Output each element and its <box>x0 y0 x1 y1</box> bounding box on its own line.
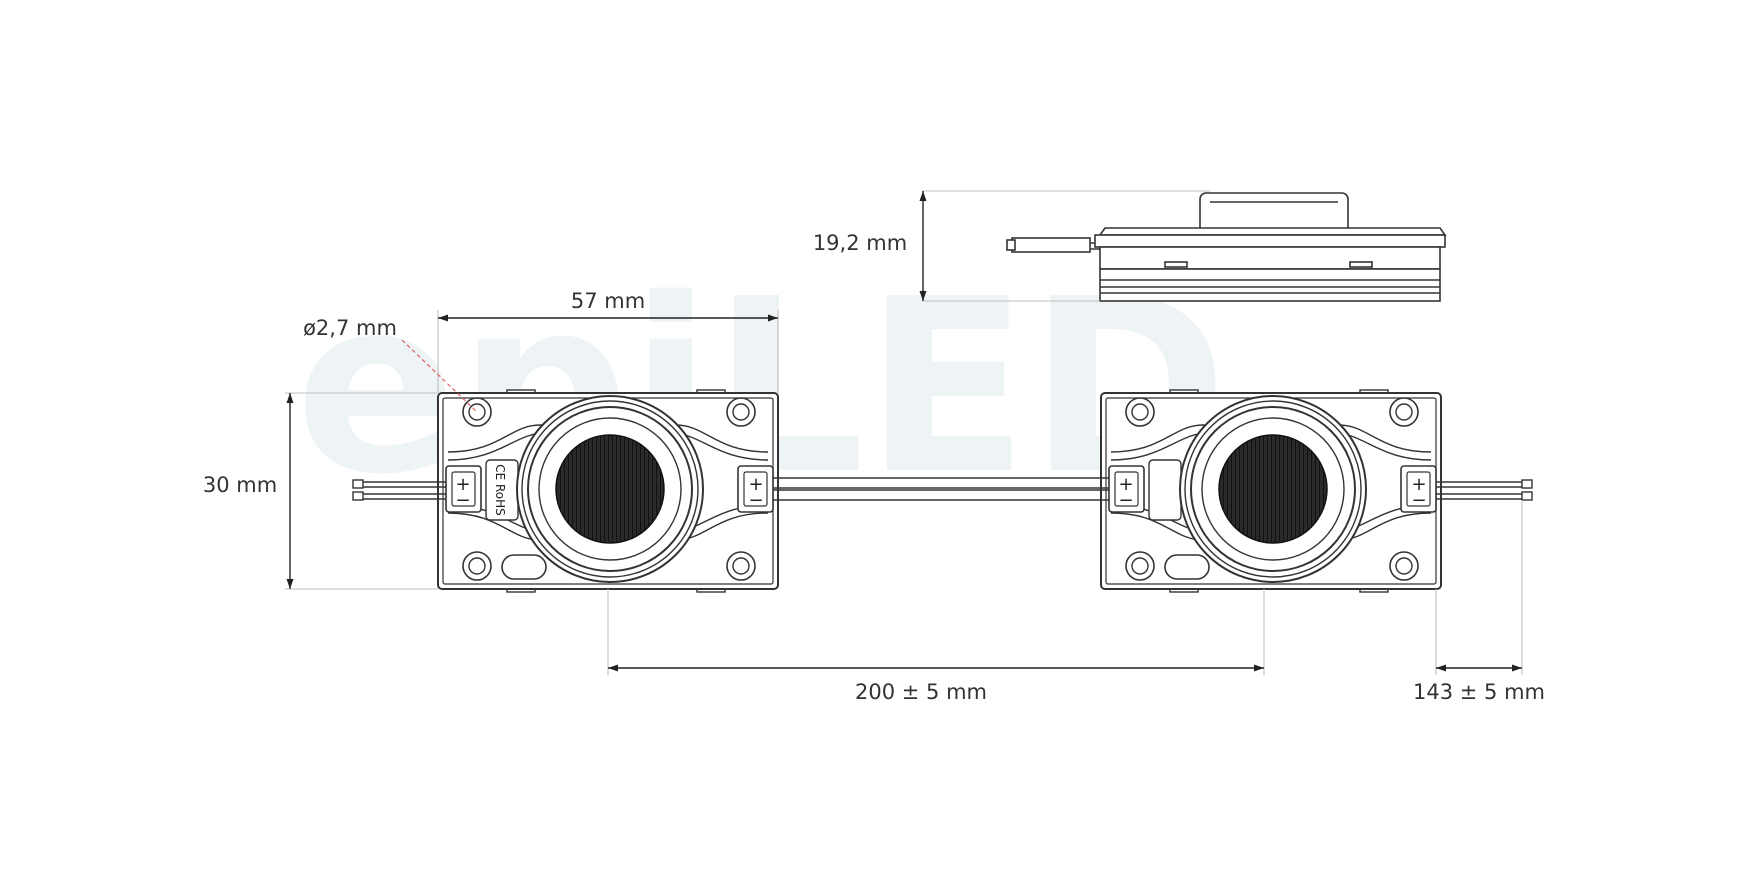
module-depth-label: 19,2 mm <box>813 231 907 255</box>
minus-symbol: − <box>1411 490 1426 511</box>
led-module <box>437 389 779 593</box>
dimension-lines <box>286 191 1522 672</box>
module-height-label: 30 mm <box>203 473 277 497</box>
module-width-label: 57 mm <box>571 289 645 313</box>
module-spacing-label: 200 ± 5 mm <box>855 680 987 704</box>
mounting-hole <box>726 397 756 427</box>
wires <box>352 477 1533 501</box>
mounting-hole <box>726 551 756 581</box>
side-view <box>1006 192 1447 302</box>
minus-symbol: − <box>455 490 470 511</box>
plus-symbol: + <box>1411 474 1426 495</box>
hole-diameter-label: ø2,7 mm <box>303 316 397 340</box>
lead-length-label: 143 ± 5 mm <box>1413 680 1545 704</box>
minus-symbol: − <box>1118 490 1133 511</box>
led-module <box>1100 389 1442 593</box>
extension-lines <box>285 190 1523 675</box>
ce-rohs-label: CE RoHS <box>493 464 507 516</box>
minus-symbol: − <box>748 490 763 511</box>
hole-leader-line <box>401 339 478 413</box>
plus-symbol: + <box>1118 474 1133 495</box>
plus-symbol: + <box>455 474 470 495</box>
plus-symbol: + <box>748 474 763 495</box>
mounting-hole <box>462 551 492 581</box>
